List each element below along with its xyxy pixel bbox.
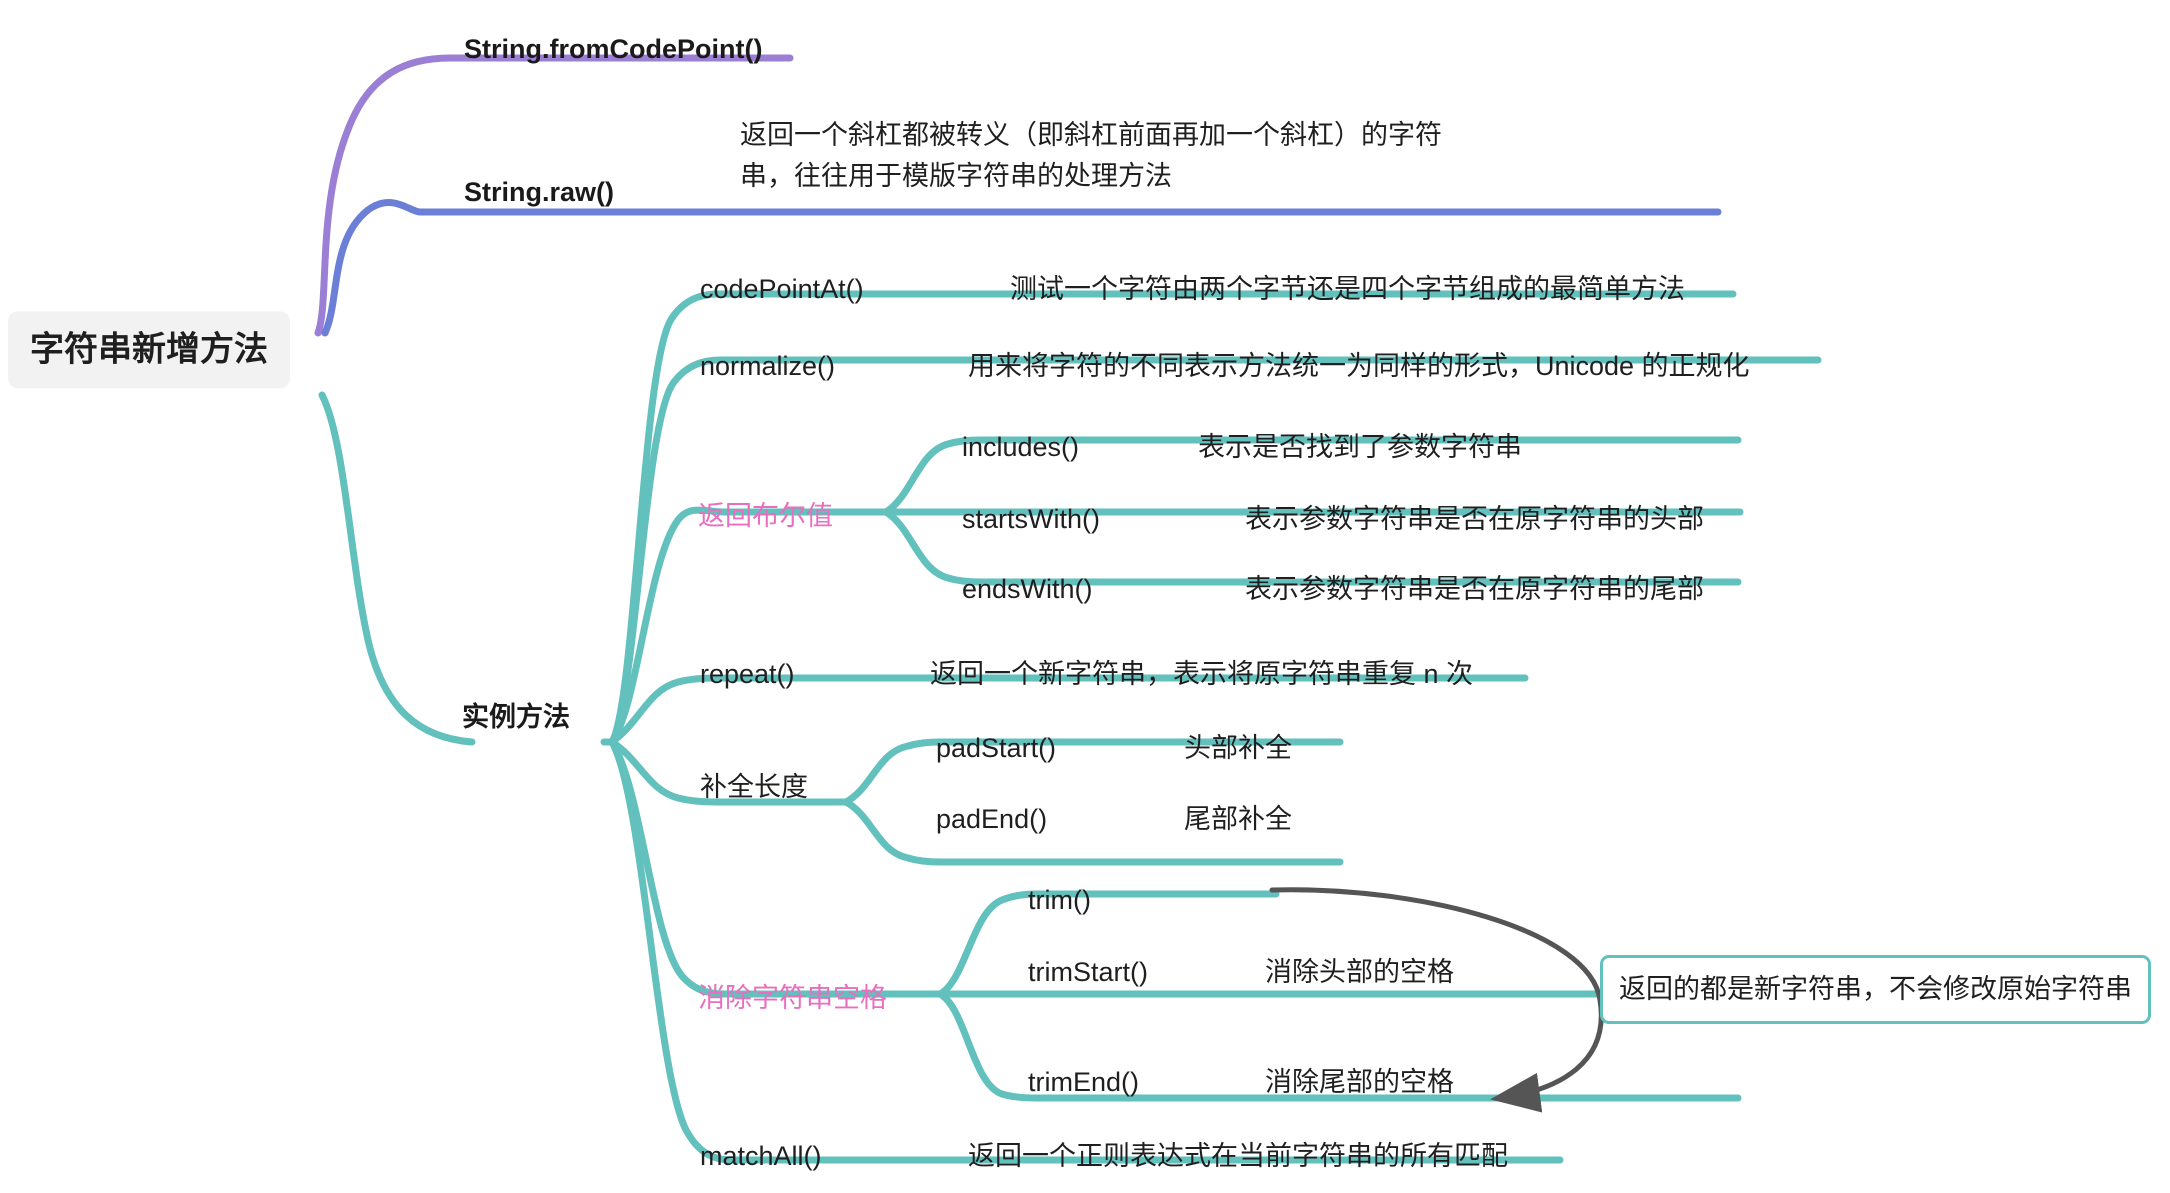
desc-match-all: 返回一个正则表达式在当前字符串的所有匹配 — [968, 1141, 1508, 1171]
callout-trim-note[interactable]: 返回的都是新字符串，不会修改原始字符串 — [1600, 955, 2151, 1025]
node-instance-methods[interactable]: 实例方法 — [462, 702, 570, 732]
node-pad-start[interactable]: padStart() — [936, 733, 1057, 763]
node-ends-with[interactable]: endsWith() — [962, 574, 1093, 604]
node-pad-end[interactable]: padEnd() — [936, 804, 1048, 834]
desc-trim-start: 消除头部的空格 — [1265, 957, 1454, 987]
edge-root-stringraw — [321, 199, 1722, 337]
node-trim[interactable]: trim() — [1028, 885, 1091, 915]
node-repeat[interactable]: repeat() — [700, 659, 795, 689]
desc-ends-with: 表示参数字符串是否在原字符串的尾部 — [1245, 574, 1704, 604]
node-boolean-group[interactable]: 返回布尔值 — [698, 501, 833, 531]
node-trim-start[interactable]: trimStart() — [1028, 957, 1148, 987]
desc-pad-end: 尾部补全 — [1184, 804, 1292, 834]
desc-includes: 表示是否找到了参数字符串 — [1198, 432, 1522, 462]
root-node[interactable]: 字符串新增方法 — [8, 311, 290, 389]
desc-code-point-at: 测试一个字符由两个字节还是四个字节组成的最简单方法 — [1010, 274, 1685, 304]
node-match-all[interactable]: matchAll() — [700, 1141, 822, 1171]
node-trim-end[interactable]: trimEnd() — [1028, 1067, 1140, 1097]
edge-instancemethods-booleangroup — [608, 506, 880, 746]
desc-pad-start: 头部补全 — [1184, 733, 1292, 763]
edge-root-instancemethods — [318, 391, 476, 746]
node-includes[interactable]: includes() — [962, 432, 1080, 462]
desc-string-raw: 返回一个斜杠都被转义（即斜杠前面再加一个斜杠）的字符串，往往用于模版字符串的处理… — [740, 120, 1442, 191]
desc-repeat: 返回一个新字符串，表示将原字符串重复 n 次 — [930, 659, 1474, 689]
desc-trim-end: 消除尾部的空格 — [1265, 1067, 1454, 1097]
node-starts-with[interactable]: startsWith() — [962, 504, 1100, 534]
node-string-fromcodepoint[interactable]: String.fromCodePoint() — [464, 34, 763, 64]
node-trim-group[interactable]: 消除字符串空格 — [698, 983, 887, 1013]
node-normalize[interactable]: normalize() — [700, 351, 836, 381]
node-string-raw[interactable]: String.raw() — [464, 177, 615, 207]
desc-normalize: 用来将字符的不同表示方法统一为同样的形式，Unicode 的正规化 — [968, 351, 1750, 381]
node-pad-group[interactable]: 补全长度 — [700, 772, 808, 802]
desc-starts-with: 表示参数字符串是否在原字符串的头部 — [1245, 504, 1704, 534]
node-code-point-at[interactable]: codePointAt() — [700, 274, 864, 304]
